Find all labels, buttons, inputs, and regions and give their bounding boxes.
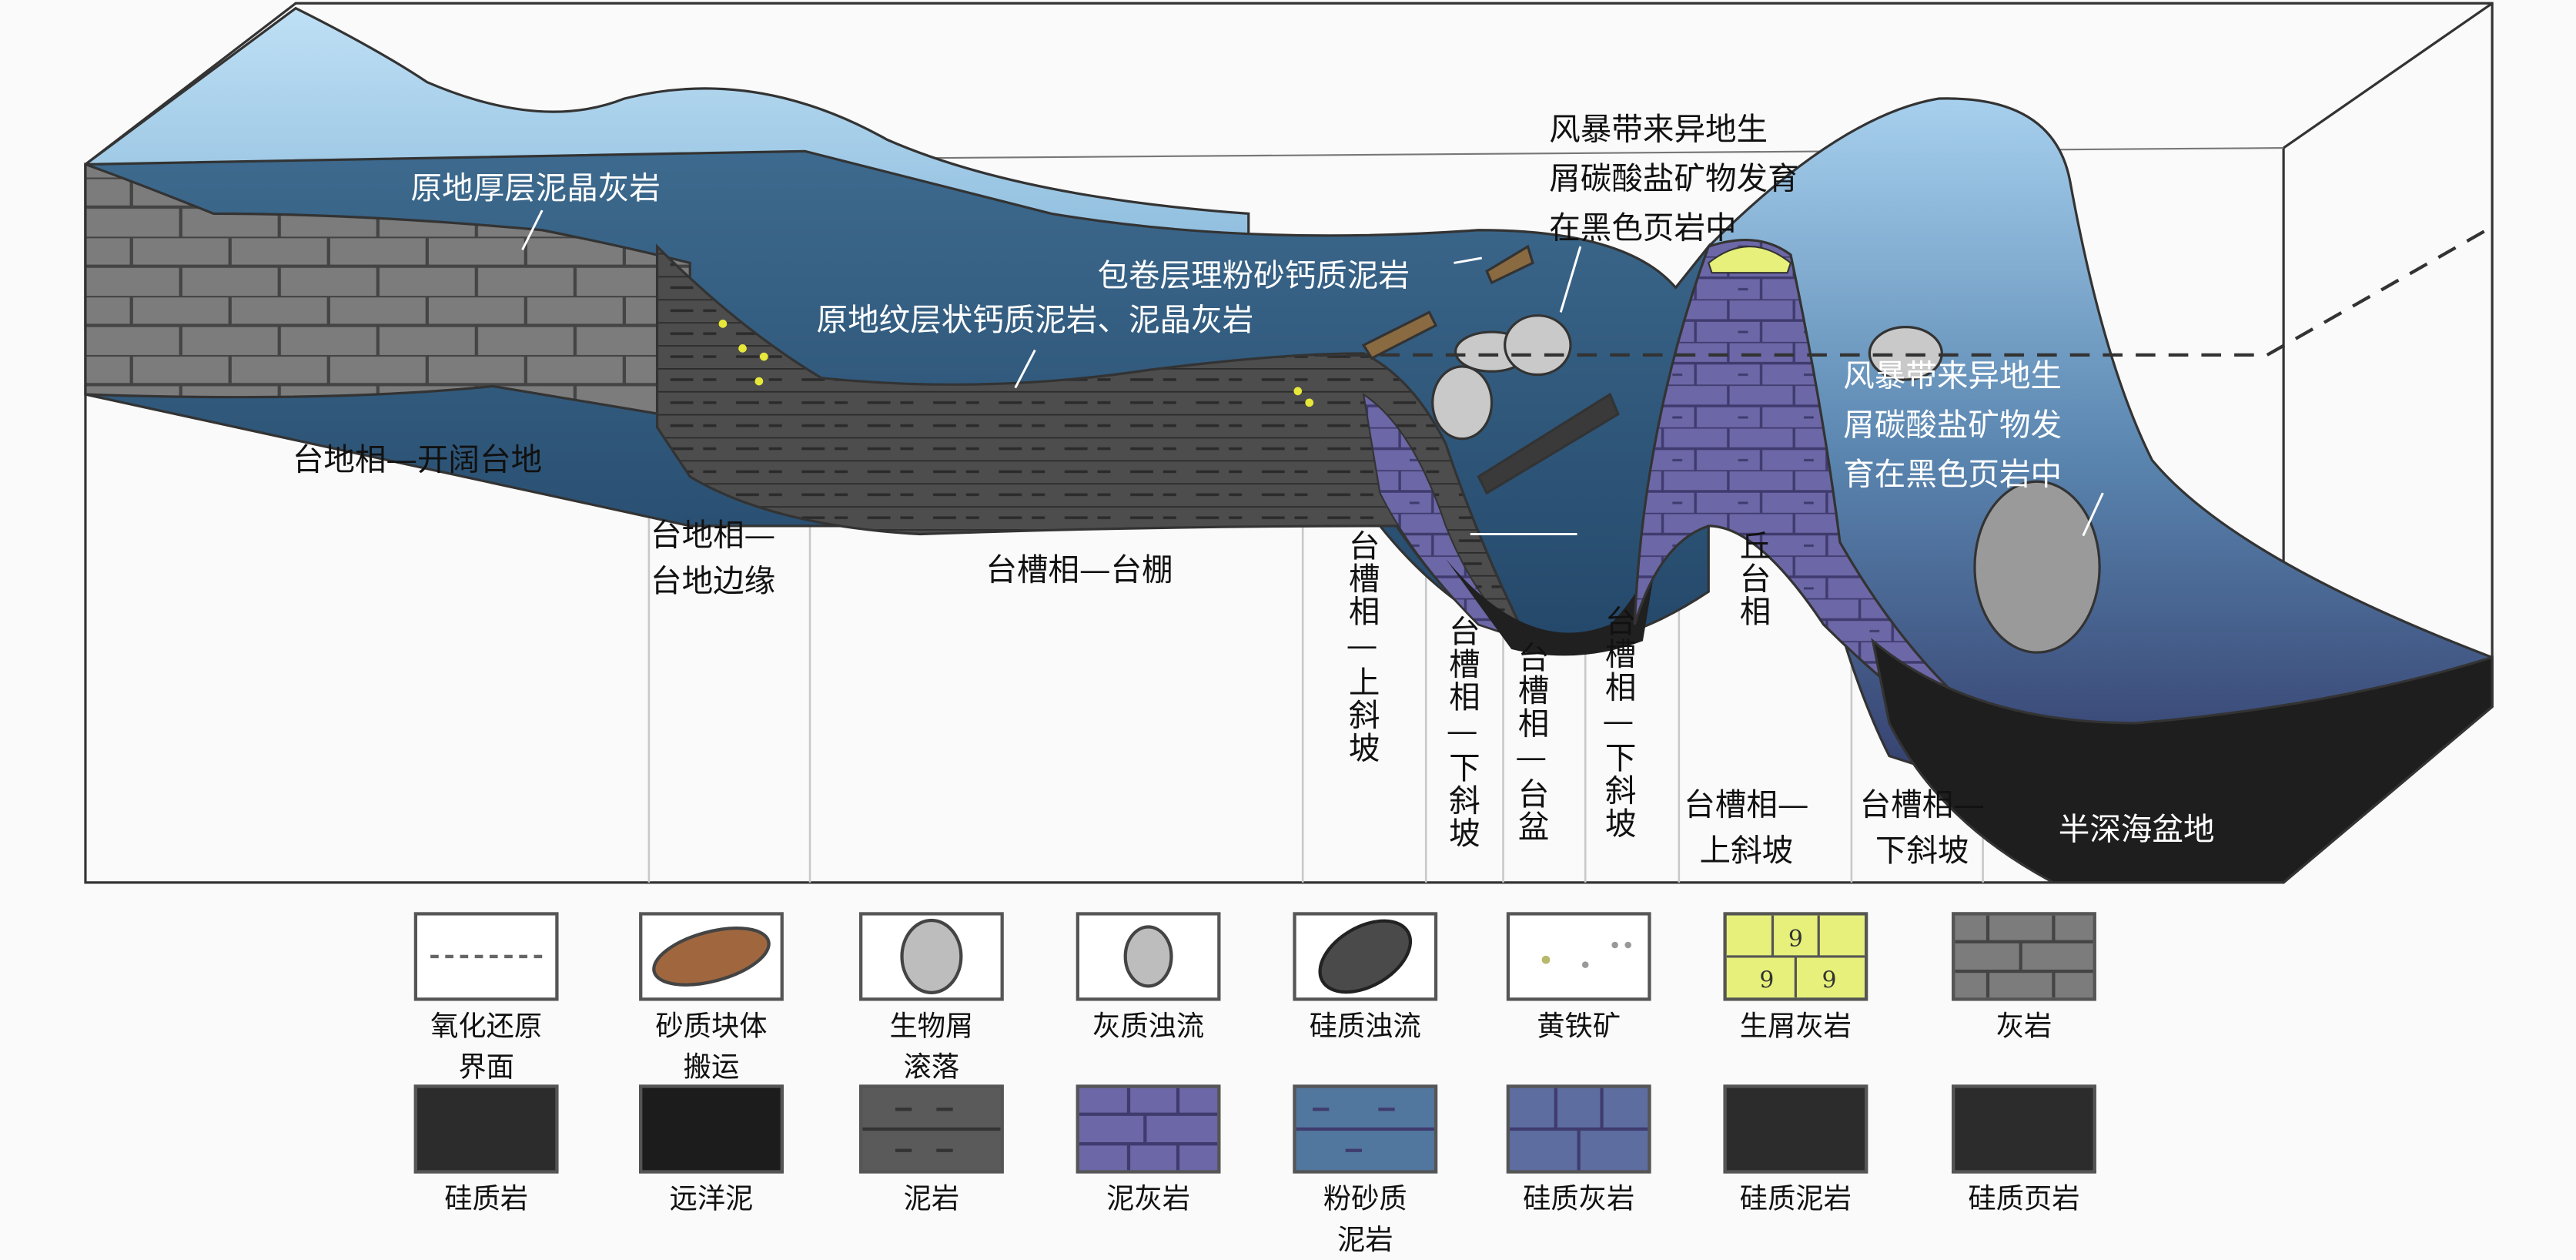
label-line: 下斜坡 — [1875, 833, 1969, 870]
legend-label-line: 砂质块体 — [655, 1010, 768, 1044]
facies-trough-upper-slope-vertical: 台槽相—上斜坡 — [1343, 529, 1380, 765]
legend-label-line: 远洋泥 — [669, 1183, 754, 1217]
legend-swatch-siliceous-mudstone — [1723, 1084, 1868, 1174]
limestone-layer — [84, 163, 691, 421]
legend-label-line: 粉砂质 — [1323, 1183, 1407, 1217]
legend-label: 灰岩 — [1925, 1007, 2123, 1048]
legend-label: 硅质岩 — [388, 1180, 585, 1221]
legend-label-line: 搬运 — [683, 1051, 740, 1085]
label-line: 台槽相— — [1684, 787, 1809, 824]
label-line: 屑碳酸盐矿物发 — [1843, 407, 2062, 444]
legend-label: 黄铁矿 — [1480, 1007, 1678, 1048]
label-line: 风暴带来异地生 — [1549, 112, 1768, 149]
legend-label-line: 硅质泥岩 — [1739, 1183, 1852, 1217]
semi-deep-basin — [1871, 638, 2494, 884]
label-line: 上斜坡 — [1699, 833, 1794, 870]
mudstone-layer — [655, 243, 1531, 643]
legend-swatch-marl — [1076, 1084, 1221, 1174]
legend-label: 生物屑滚落 — [833, 1007, 1030, 1090]
facies-semi-deep-basin: 半深海盆地 — [2058, 812, 2215, 849]
legend-swatch-bioclast — [859, 912, 1004, 1001]
facies-platform-margin: 台地相— 台地边缘 — [651, 513, 775, 605]
legend-label: 泥岩 — [833, 1180, 1030, 1221]
legend-swatch-chert — [413, 1084, 559, 1174]
legend-label: 硅质灰岩 — [1480, 1180, 1678, 1221]
legend-swatch-silty-mudstone — [1293, 1084, 1438, 1174]
legend-label-line: 滚落 — [903, 1051, 960, 1085]
legend-swatch-pelagic-mud — [639, 1084, 784, 1174]
label-in-situ-thick-micrite: 原地厚层泥晶灰岩 — [410, 170, 661, 207]
legend-label-line: 生屑灰岩 — [1739, 1010, 1852, 1044]
label-storm-right: 风暴带来异地生 屑碳酸盐矿物发 育在黑色页岩中 — [1843, 352, 2062, 500]
legend-label: 远洋泥 — [613, 1180, 810, 1221]
legend-label-line: 氧化还原 — [430, 1010, 543, 1044]
clasts — [1361, 244, 2101, 654]
legend-label-line: 界面 — [458, 1051, 514, 1085]
facies-open-platform: 台地相—开阔台地 — [292, 442, 543, 478]
facies-trough-basin-vertical: 台槽相—台盆 — [1513, 641, 1550, 843]
legend-label-line: 泥岩 — [1337, 1224, 1393, 1258]
legend-label-line: 泥岩 — [903, 1183, 960, 1217]
legend-label: 氧化还原界面 — [388, 1007, 585, 1090]
redox-interface-line — [1314, 225, 2494, 357]
facies-mound: 丘台相 — [1735, 529, 1771, 628]
legend-label: 泥灰岩 — [1050, 1180, 1247, 1221]
legend-label-line: 硅质岩 — [444, 1183, 529, 1217]
legend-label: 粉砂质泥岩 — [1266, 1180, 1464, 1260]
label-line: 屑碳酸盐矿物发育 — [1549, 161, 1799, 198]
legend-label: 灰质浊流 — [1050, 1007, 1247, 1048]
facies-trough-lower-slope-vertical-2: 台槽相—下斜坡 — [1600, 605, 1637, 840]
legend-swatch-limestone — [1952, 912, 2096, 1001]
legend-swatch-sandy-block — [639, 912, 784, 1001]
facies-trough-lower-slope-vertical-1: 台槽相—下斜坡 — [1444, 615, 1480, 850]
legend-label-line: 硅质浊流 — [1309, 1010, 1421, 1044]
legend-label-line: 硅质页岩 — [1968, 1183, 2080, 1217]
legend-label: 砂质块体搬运 — [613, 1007, 810, 1090]
legend-label-line: 灰岩 — [1996, 1010, 2052, 1044]
legend-swatch-silic-turbidite — [1293, 912, 1438, 1001]
legend-label: 生屑灰岩 — [1697, 1007, 1894, 1048]
label-line: 在黑色页岩中 — [1549, 210, 1737, 247]
legend-label-line: 生物屑 — [889, 1010, 974, 1044]
legend-label-line: 黄铁矿 — [1537, 1010, 1621, 1044]
facies-trough-shelf: 台槽相—台棚 — [985, 551, 1173, 588]
facies-trough-upper-slope: 台槽相— 上斜坡 — [1684, 782, 1808, 874]
legend-label-line: 泥灰岩 — [1106, 1183, 1191, 1217]
bioclastic-cap — [1708, 246, 1792, 274]
legend-swatch-pyrite — [1506, 912, 1651, 1001]
legend-label-line: 灰质浊流 — [1092, 1010, 1205, 1044]
legend-swatch-calc-turbidite — [1076, 912, 1221, 1001]
label-line: 育在黑色页岩中 — [1843, 457, 2062, 494]
legend-label: 硅质页岩 — [1925, 1180, 2123, 1221]
label-in-situ-laminated: 原地纹层状钙质泥岩、泥晶灰岩 — [816, 302, 1254, 339]
svg-text:9: 9 — [1759, 967, 1774, 994]
pyrite-dots — [718, 320, 1314, 407]
label-convolute-silty-marl: 包卷层理粉砂钙质泥岩 — [1097, 258, 1410, 294]
annotation-arrows — [521, 209, 2104, 537]
label-storm-top: 风暴带来异地生 屑碳酸盐矿物发育 在黑色页岩中 — [1549, 106, 1798, 253]
label-line: 台槽相— — [1859, 787, 1985, 824]
label-line: 台地边缘 — [651, 563, 776, 600]
legend-label-line: 硅质灰岩 — [1523, 1183, 1635, 1217]
svg-text:9: 9 — [1788, 926, 1803, 953]
legend-label: 硅质泥岩 — [1697, 1180, 1894, 1221]
label-line: 台地相— — [651, 518, 776, 555]
basin-fill — [1445, 542, 1660, 656]
legend-swatch-siliceous-shale — [1952, 1084, 2096, 1174]
legend-swatch-dashed-line — [413, 912, 559, 1001]
facies-trough-lower-slope: 台槽相— 下斜坡 — [1860, 782, 1985, 874]
legend-swatch-siliceous-limestone — [1506, 1084, 1651, 1174]
svg-text:9: 9 — [1822, 967, 1836, 994]
label-line: 风暴带来异地生 — [1843, 358, 2062, 395]
legend-label: 硅质浊流 — [1266, 1007, 1464, 1048]
legend-swatch-mudstone — [859, 1084, 1004, 1174]
